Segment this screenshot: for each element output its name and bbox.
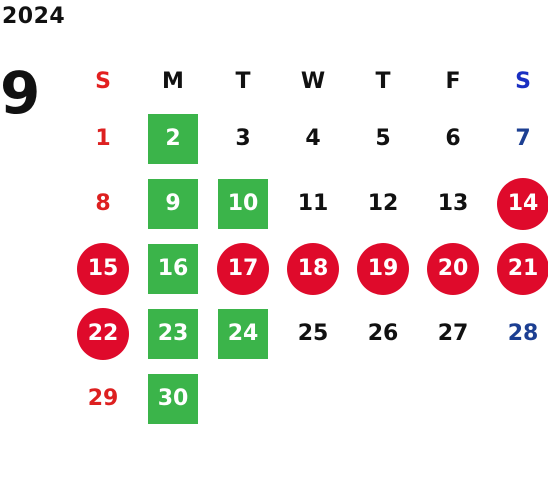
day-cell: 16 <box>138 236 208 301</box>
day-cell: 6 <box>418 106 488 171</box>
weekday-header-tuesday: T <box>235 68 251 94</box>
day-27[interactable]: 27 <box>437 320 469 346</box>
day-cell: 14 <box>488 171 548 236</box>
day-17[interactable]: 17 <box>217 242 269 295</box>
day-cell <box>348 366 418 431</box>
day-cell: 21 <box>488 236 548 301</box>
day-cell <box>418 366 488 431</box>
weekday-header-wednesday: W <box>300 68 326 94</box>
day-cell: 30 <box>138 366 208 431</box>
day-cell: 22 <box>68 301 138 366</box>
day-21[interactable]: 21 <box>497 242 548 295</box>
day-20[interactable]: 20 <box>427 242 479 295</box>
day-cell: 23 <box>138 301 208 366</box>
day-30[interactable]: 30 <box>148 373 198 424</box>
weekday-header-friday: F <box>445 68 461 94</box>
day-12[interactable]: 12 <box>367 190 399 216</box>
day-14[interactable]: 14 <box>497 177 548 230</box>
day-7[interactable]: 7 <box>515 125 531 151</box>
day-cell: 24 <box>208 301 278 366</box>
day-cell: 18 <box>278 236 348 301</box>
day-cell <box>278 366 348 431</box>
day-cell: 1 <box>68 106 138 171</box>
day-cell <box>208 366 278 431</box>
day-cell: 27 <box>418 301 488 366</box>
day-cell: 11 <box>278 171 348 236</box>
day-4[interactable]: 4 <box>305 125 321 151</box>
weekday-header-thursday: T <box>375 68 391 94</box>
day-cell: 19 <box>348 236 418 301</box>
day-2[interactable]: 2 <box>148 113 198 164</box>
day-28[interactable]: 28 <box>507 320 539 346</box>
weekday-header-saturday: S <box>515 68 531 94</box>
day-13[interactable]: 13 <box>437 190 469 216</box>
weekday-header-monday: M <box>162 68 184 94</box>
day-cell: 13 <box>418 171 488 236</box>
day-cell: 28 <box>488 301 548 366</box>
day-15[interactable]: 15 <box>77 242 129 295</box>
day-cell: 20 <box>418 236 488 301</box>
day-3[interactable]: 3 <box>235 125 251 151</box>
day-19[interactable]: 19 <box>357 242 409 295</box>
day-6[interactable]: 6 <box>445 125 461 151</box>
day-29[interactable]: 29 <box>87 385 119 411</box>
day-22[interactable]: 22 <box>77 307 129 360</box>
day-10[interactable]: 10 <box>218 178 268 229</box>
day-24[interactable]: 24 <box>218 308 268 359</box>
weekday-header-sunday: S <box>95 68 111 94</box>
day-cell: 17 <box>208 236 278 301</box>
day-cell <box>488 366 548 431</box>
day-23[interactable]: 23 <box>148 308 198 359</box>
day-cell: 8 <box>68 171 138 236</box>
day-cell: 25 <box>278 301 348 366</box>
day-cell: 5 <box>348 106 418 171</box>
day-cell: 12 <box>348 171 418 236</box>
day-cell: 4 <box>278 106 348 171</box>
day-cell: 9 <box>138 171 208 236</box>
day-cell: 15 <box>68 236 138 301</box>
day-8[interactable]: 8 <box>95 190 111 216</box>
day-cell: 7 <box>488 106 548 171</box>
day-26[interactable]: 26 <box>367 320 399 346</box>
day-16[interactable]: 16 <box>148 243 198 294</box>
day-9[interactable]: 9 <box>148 178 198 229</box>
day-25[interactable]: 25 <box>297 320 329 346</box>
day-1[interactable]: 1 <box>95 125 111 151</box>
day-11[interactable]: 11 <box>297 190 329 216</box>
day-cell: 29 <box>68 366 138 431</box>
day-18[interactable]: 18 <box>287 242 339 295</box>
day-5[interactable]: 5 <box>375 125 391 151</box>
day-cell: 3 <box>208 106 278 171</box>
day-cell: 2 <box>138 106 208 171</box>
calendar-month: 9 <box>0 59 41 127</box>
calendar-year: 2024 <box>2 4 66 29</box>
day-cell: 26 <box>348 301 418 366</box>
day-cell: 10 <box>208 171 278 236</box>
